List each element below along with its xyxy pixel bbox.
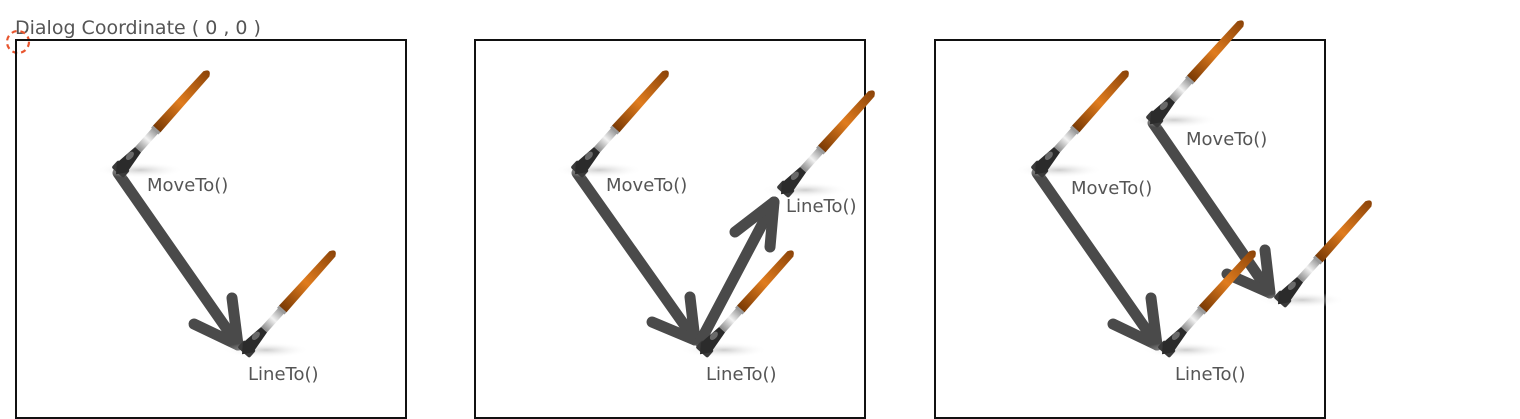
line-segment [118, 173, 238, 345]
paint-brush-icon [1130, 16, 1249, 130]
paint-brush-icon [96, 66, 215, 180]
paint-brush-icon [1258, 196, 1377, 310]
paint-brush-icon [1015, 66, 1134, 180]
move-to-label: MoveTo() [1071, 178, 1152, 199]
canvas-frame-1 [16, 40, 406, 418]
canvas-frame-3 [935, 40, 1325, 418]
panel-2: MoveTo() LineTo() LineTo() [475, 40, 880, 418]
paint-brush-icon [761, 86, 880, 200]
move-to-label: MoveTo() [1186, 129, 1267, 150]
line-to-label: LineTo() [786, 196, 857, 217]
panel-1: MoveTo() LineTo() [16, 40, 406, 418]
line-to-label: LineTo() [248, 364, 319, 385]
dialog-coordinate-title: Dialog Coordinate ( 0 , 0 ) [15, 17, 261, 39]
line-segment [577, 173, 695, 340]
move-to-label: MoveTo() [606, 175, 687, 196]
line-segment [700, 202, 774, 342]
canvas-frame-2 [475, 40, 865, 418]
line-to-label: LineTo() [706, 364, 777, 385]
paint-brush-icon [555, 66, 674, 180]
move-to-label: MoveTo() [147, 175, 228, 196]
panel-3: MoveTo() MoveTo() LineTo() [935, 16, 1377, 418]
line-to-label: LineTo() [1175, 364, 1246, 385]
